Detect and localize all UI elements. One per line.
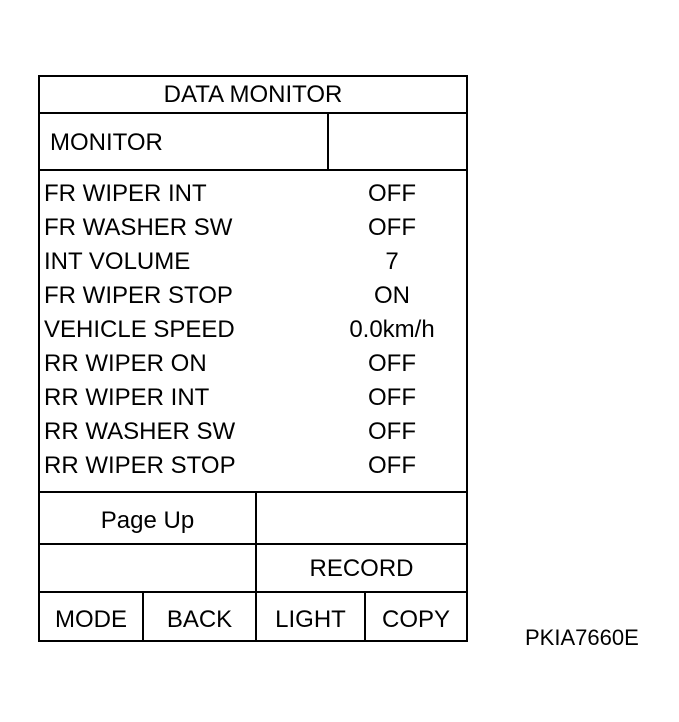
button-divider [255, 545, 257, 591]
data-monitor-screen: DATA MONITOR MONITOR FR WIPER INT OFF FR… [38, 75, 468, 642]
data-item-list: FR WIPER INT OFF FR WASHER SW OFF INT VO… [40, 171, 466, 493]
item-name: RR WIPER ON [44, 350, 207, 377]
button-row-record: RECORD [40, 545, 466, 593]
list-item: VEHICLE SPEED 0.0km/h [40, 313, 466, 347]
list-item: RR WASHER SW OFF [40, 415, 466, 449]
button-row-page: Page Up [40, 493, 466, 545]
item-value: OFF [368, 452, 416, 479]
item-name: VEHICLE SPEED [44, 316, 235, 343]
list-item: FR WIPER INT OFF [40, 177, 466, 211]
item-value: OFF [368, 180, 416, 207]
monitor-header-row: MONITOR [40, 114, 466, 171]
row-divider [40, 543, 466, 545]
copy-button[interactable]: COPY [381, 606, 450, 633]
back-button[interactable]: BACK [166, 606, 233, 633]
button-divider [142, 593, 144, 640]
mode-button[interactable]: MODE [55, 606, 127, 633]
item-name: INT VOLUME [44, 248, 191, 275]
item-value: OFF [368, 418, 416, 445]
item-name: RR WASHER SW [44, 418, 236, 445]
list-item: RR WIPER ON OFF [40, 347, 466, 381]
monitor-label: MONITOR [50, 129, 163, 156]
item-value: 7 [385, 248, 399, 275]
item-name: FR WASHER SW [44, 214, 233, 241]
list-item: FR WIPER STOP ON [40, 279, 466, 313]
empty-button-slot [40, 545, 255, 591]
row-divider [40, 591, 466, 593]
light-button[interactable]: LIGHT [275, 606, 346, 633]
button-divider [255, 593, 257, 640]
monitor-divider [327, 114, 329, 169]
list-item: INT VOLUME 7 [40, 245, 466, 279]
button-row-bottom: MODE BACK LIGHT COPY [40, 593, 466, 640]
empty-button-slot [257, 493, 466, 543]
item-value: OFF [368, 214, 416, 241]
item-name: FR WIPER STOP [44, 282, 233, 309]
figure-caption: PKIA7660E [525, 625, 639, 650]
page-up-button[interactable]: Page Up [100, 507, 195, 534]
button-divider [364, 593, 366, 640]
list-item: RR WIPER STOP OFF [40, 449, 466, 483]
button-divider [255, 493, 257, 543]
item-name: RR WIPER INT [44, 384, 210, 411]
item-name: RR WIPER STOP [44, 452, 236, 479]
item-value: OFF [368, 384, 416, 411]
item-value: 0.0km/h [349, 316, 435, 343]
screen-title: DATA MONITOR [40, 77, 466, 114]
item-name: FR WIPER INT [44, 180, 207, 207]
list-item: RR WIPER INT OFF [40, 381, 466, 415]
item-value: ON [374, 282, 410, 309]
monitor-value-cell [329, 114, 466, 169]
record-button[interactable]: RECORD [309, 555, 414, 582]
list-item: FR WASHER SW OFF [40, 211, 466, 245]
item-value: OFF [368, 350, 416, 377]
